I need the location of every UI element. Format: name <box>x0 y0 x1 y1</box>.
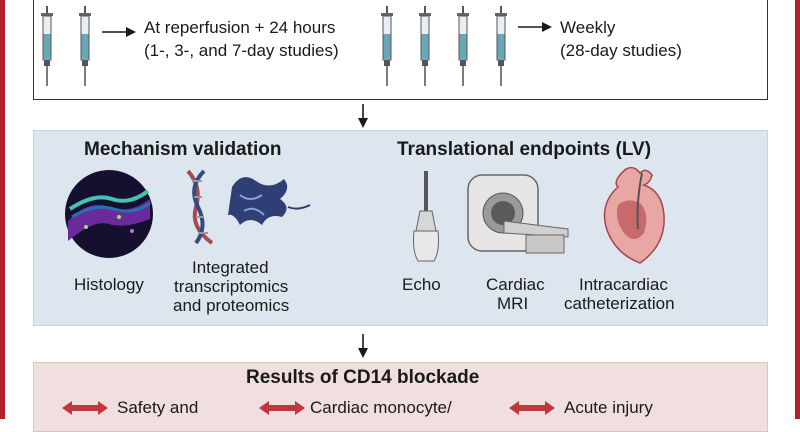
arrow-right-icon <box>102 27 136 37</box>
dna-protein-icon <box>186 169 311 245</box>
result-item-3: Acute injury <box>564 398 653 417</box>
arrow-right-icon <box>518 22 552 32</box>
histology-label: Histology <box>74 275 144 294</box>
schedule-1-text: At reperfusion + 24 hours <box>144 18 336 37</box>
syringe-icon <box>419 6 431 86</box>
ultrasound-probe-icon <box>413 171 439 262</box>
results-panel: Results of CD14 blockade Safety and Card… <box>33 362 768 432</box>
frame-right-edge <box>795 0 800 419</box>
translational-title: Translational endpoints (LV) <box>397 139 652 160</box>
schedule-2-text: Weekly <box>560 18 616 37</box>
schedule-2-detail-text: (28-day studies) <box>560 41 682 60</box>
echo-label: Echo <box>402 275 441 294</box>
dosing-schedule-box: At reperfusion + 24 hours (1-, 3-, and 7… <box>33 0 768 100</box>
mri-scanner-icon <box>467 174 569 254</box>
frame-left-edge <box>0 0 5 419</box>
double-arrow-icon <box>509 401 555 415</box>
schedule-1-detail-text: (1-, 3-, and 7-day studies) <box>144 41 339 60</box>
arrow-down-icon <box>358 104 368 128</box>
cath-label-2: catheterization <box>564 294 675 313</box>
omics-label-1: Integrated <box>192 258 269 277</box>
histology-icon <box>65 170 153 258</box>
arrow-down-icon <box>358 334 368 358</box>
double-arrow-icon <box>62 401 108 415</box>
heart-icon <box>603 166 665 264</box>
result-item-1: Safety and <box>117 398 199 417</box>
mri-label-1: Cardiac <box>486 275 545 294</box>
syringe-icon <box>457 6 469 86</box>
results-title: Results of CD14 blockade <box>246 367 480 388</box>
mri-label-2: MRI <box>497 294 529 313</box>
omics-label-3: and proteomics <box>173 296 290 315</box>
syringe-icon <box>381 6 393 86</box>
cath-label-1: Intracardiac <box>579 275 668 294</box>
syringe-icon <box>79 6 91 86</box>
omics-label-2: transcriptomics <box>174 277 289 296</box>
result-item-2: Cardiac monocyte/ <box>310 398 452 417</box>
syringe-icon <box>41 6 53 86</box>
mechanism-title: Mechanism validation <box>84 139 282 160</box>
methods-panel: Mechanism validation Translational endpo… <box>33 130 768 326</box>
double-arrow-icon <box>259 401 305 415</box>
syringe-icon <box>495 6 507 86</box>
